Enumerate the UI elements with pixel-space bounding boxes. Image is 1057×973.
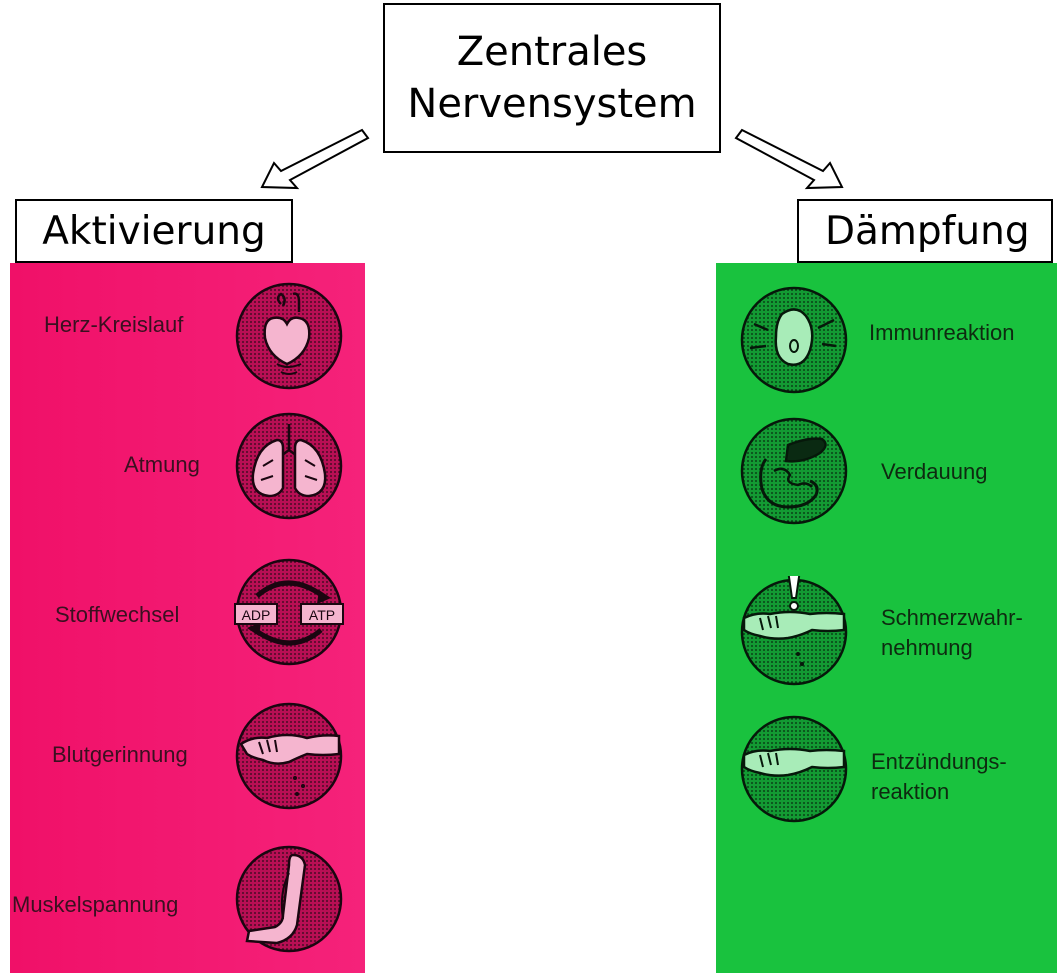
heart-circulation-icon <box>233 280 345 392</box>
activation-item-label: Herz-Kreislauf <box>44 312 184 337</box>
activation-item-label: Muskelspannung <box>12 892 179 917</box>
damping-item-label-line-1: Schmerzwahr- <box>881 605 1023 630</box>
damping-item-label-line-2: reaktion <box>871 779 950 804</box>
arrow-to-damping <box>734 128 844 190</box>
damping-item-label: Immunreaktion <box>869 320 1015 345</box>
atp-label: ATP <box>309 607 335 623</box>
digestive-tract-icon <box>738 415 850 527</box>
arrow-to-activation <box>260 128 370 190</box>
damping-panel: Immunreaktion Verdauung Schmerzwahr- neh… <box>716 263 1057 973</box>
activation-title: Aktivierung <box>42 208 266 254</box>
arm-muscle-icon <box>233 843 345 955</box>
damping-item-label-line-2: nehmung <box>881 635 973 660</box>
activation-panel: Herz-Kreislauf Atmung Stoffwechsel <box>10 263 365 973</box>
pain-hand-icon <box>738 576 850 688</box>
central-title-line-1: Zentrales <box>456 29 648 75</box>
activation-item-label: Atmung <box>124 452 200 477</box>
damping-box: Dämpfung <box>797 199 1053 263</box>
metabolism-adp-atp-icon: ADP ATP <box>233 556 345 668</box>
damping-title: Dämpfung <box>825 208 1030 254</box>
lungs-icon <box>233 410 345 522</box>
central-nervous-system-box: Zentrales Nervensystem <box>383 3 721 153</box>
bleeding-hand-icon <box>233 700 345 812</box>
activation-item-label: Stoffwechsel <box>55 602 180 627</box>
damping-item-label: Verdauung <box>881 459 988 484</box>
damping-item-label-line-1: Entzündungs- <box>871 749 1007 774</box>
inflamed-hand-icon <box>738 713 850 825</box>
central-title-line-2: Nervensystem <box>407 81 697 127</box>
adp-label: ADP <box>242 607 271 623</box>
activation-box: Aktivierung <box>15 199 293 263</box>
immune-cell-icon <box>738 284 850 396</box>
activation-item-label: Blutgerinnung <box>52 742 188 767</box>
